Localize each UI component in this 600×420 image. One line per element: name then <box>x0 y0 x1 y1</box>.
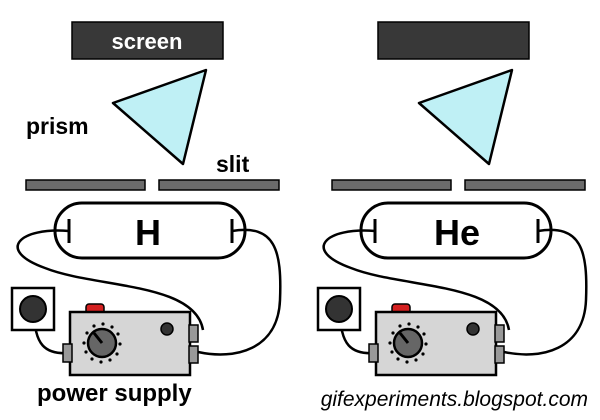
screen-label: screen <box>112 29 183 54</box>
slit-label: slit <box>216 151 250 177</box>
right-prism <box>417 68 514 166</box>
dial-knob-icon[interactable] <box>388 322 428 364</box>
right-screen <box>377 21 530 60</box>
left-wire-a <box>16 229 205 331</box>
power-indicator <box>160 322 174 336</box>
dial-knob-icon[interactable] <box>82 322 122 364</box>
hydrogen-tube-label: H <box>135 212 161 253</box>
output-jack-top <box>188 324 199 343</box>
left-slit-bar-right <box>158 179 280 191</box>
left-screen <box>71 21 224 60</box>
power-supply-box <box>62 303 199 377</box>
prism-label: prism <box>26 113 89 139</box>
output-jack-bottom <box>188 345 199 364</box>
output-jack-top <box>494 324 505 343</box>
power-supply-label: power supply <box>37 380 192 407</box>
credit-text: gifexperiments.blogspot.com <box>321 388 588 411</box>
wall-outlet-icon <box>316 286 362 332</box>
output-jack-bottom <box>494 345 505 364</box>
right-slit-bar-left <box>331 179 452 191</box>
left-wire-b <box>197 228 282 356</box>
helium-setup: He <box>316 21 588 377</box>
left-prism <box>111 68 208 166</box>
helium-tube-label: He <box>434 212 480 253</box>
right-wire-b <box>503 228 588 356</box>
left-plug-jack <box>368 343 379 363</box>
right-wire-a <box>322 229 511 331</box>
power-supply-box <box>368 303 505 377</box>
wall-outlet-icon <box>10 286 56 332</box>
power-indicator <box>466 322 480 336</box>
left-plug-jack <box>62 343 73 363</box>
right-slit-bar-right <box>464 179 586 191</box>
hydrogen-setup: screen prism slit H <box>10 21 282 407</box>
left-slit-bar-left <box>25 179 146 191</box>
